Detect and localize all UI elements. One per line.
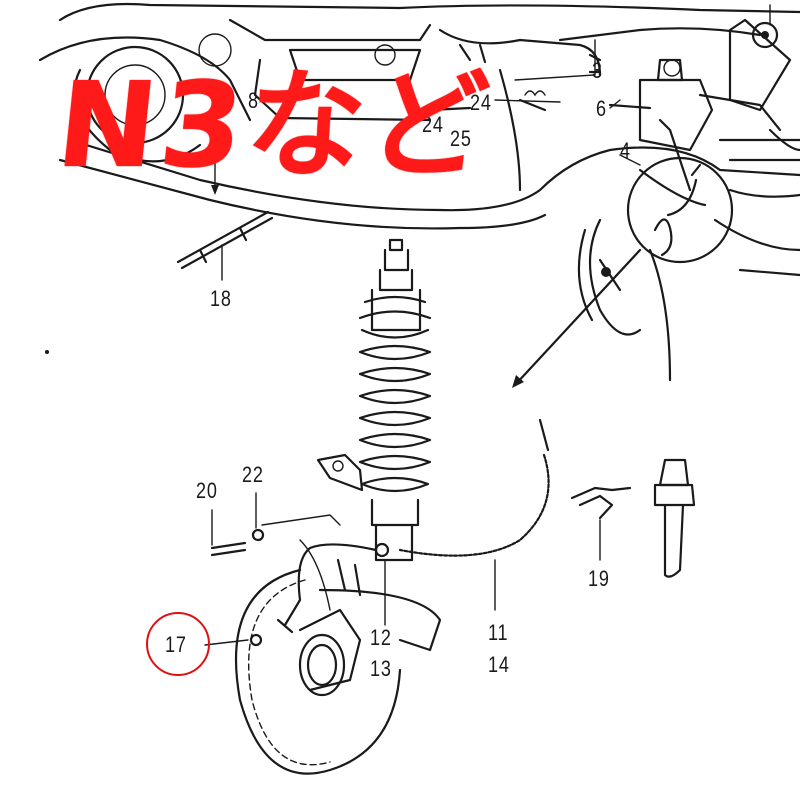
brake-disc-hub: [234, 539, 442, 775]
hose-fitting-right: [653, 458, 696, 578]
label-part-25: 25: [450, 126, 472, 151]
label-part-22: 22: [242, 462, 264, 487]
label-part-11: 11: [488, 620, 509, 645]
part-17-nut: [249, 633, 263, 647]
label-part-19: 19: [588, 566, 610, 591]
label-part-3: 3: [592, 58, 603, 83]
part-19-bracket: [570, 486, 632, 561]
label-part-20: 20: [196, 478, 218, 503]
car-body-outline: [38, 2, 800, 277]
strut-assembly: [316, 238, 432, 562]
part-20-22-bolt: [210, 492, 341, 557]
part-11-brake-hose: [276, 418, 550, 634]
label-part-8: 8: [248, 88, 259, 113]
label-part-13: 13: [370, 656, 392, 681]
highlight-circle-part-17: [146, 612, 210, 676]
label-part-24-a: 24: [422, 112, 444, 137]
overlay-annotation-text: N3など: [50, 56, 499, 194]
label-part-4: 4: [620, 138, 631, 163]
brake-hose-detail-callout: [626, 118, 734, 264]
label-part-24-b: 24: [470, 90, 492, 115]
label-part-6: 6: [596, 96, 607, 121]
label-part-18: 18: [210, 286, 232, 311]
part-18-rod: [176, 149, 274, 281]
callout-arrow: [513, 248, 642, 387]
label-part-14: 14: [488, 652, 510, 677]
front-wheel: [577, 218, 672, 382]
label-part-12: 12: [370, 625, 392, 650]
